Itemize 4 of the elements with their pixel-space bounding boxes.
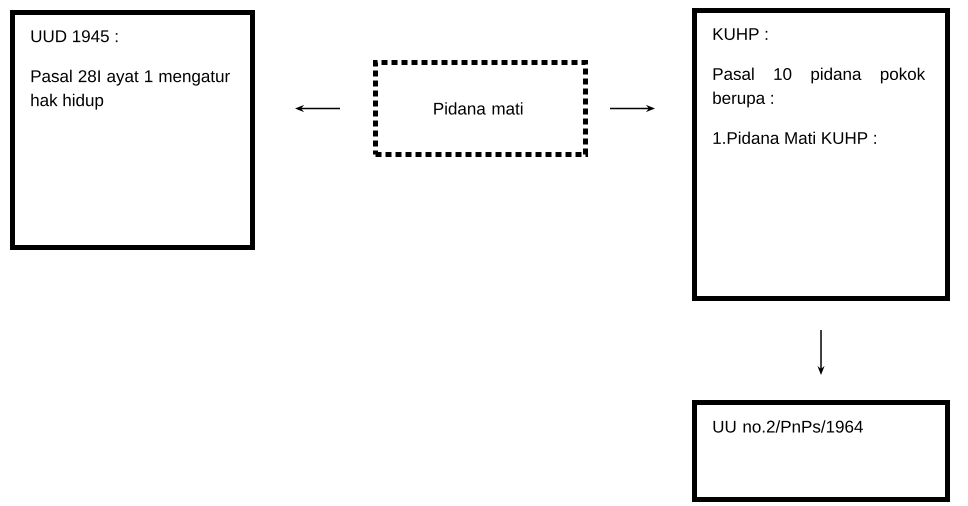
text-box: KUHP : Pasal 10 pidana pokok berupa : 1.Pidana Mati KUHP : [692, 8, 950, 301]
text-box: UUD 1945 : Pasal 28I ayat 1 mengatur hak hidup [10, 10, 255, 250]
text-box: UU no.2/PnPs/1964 [692, 400, 950, 502]
dashed-box: Pidana mati [373, 60, 588, 157]
